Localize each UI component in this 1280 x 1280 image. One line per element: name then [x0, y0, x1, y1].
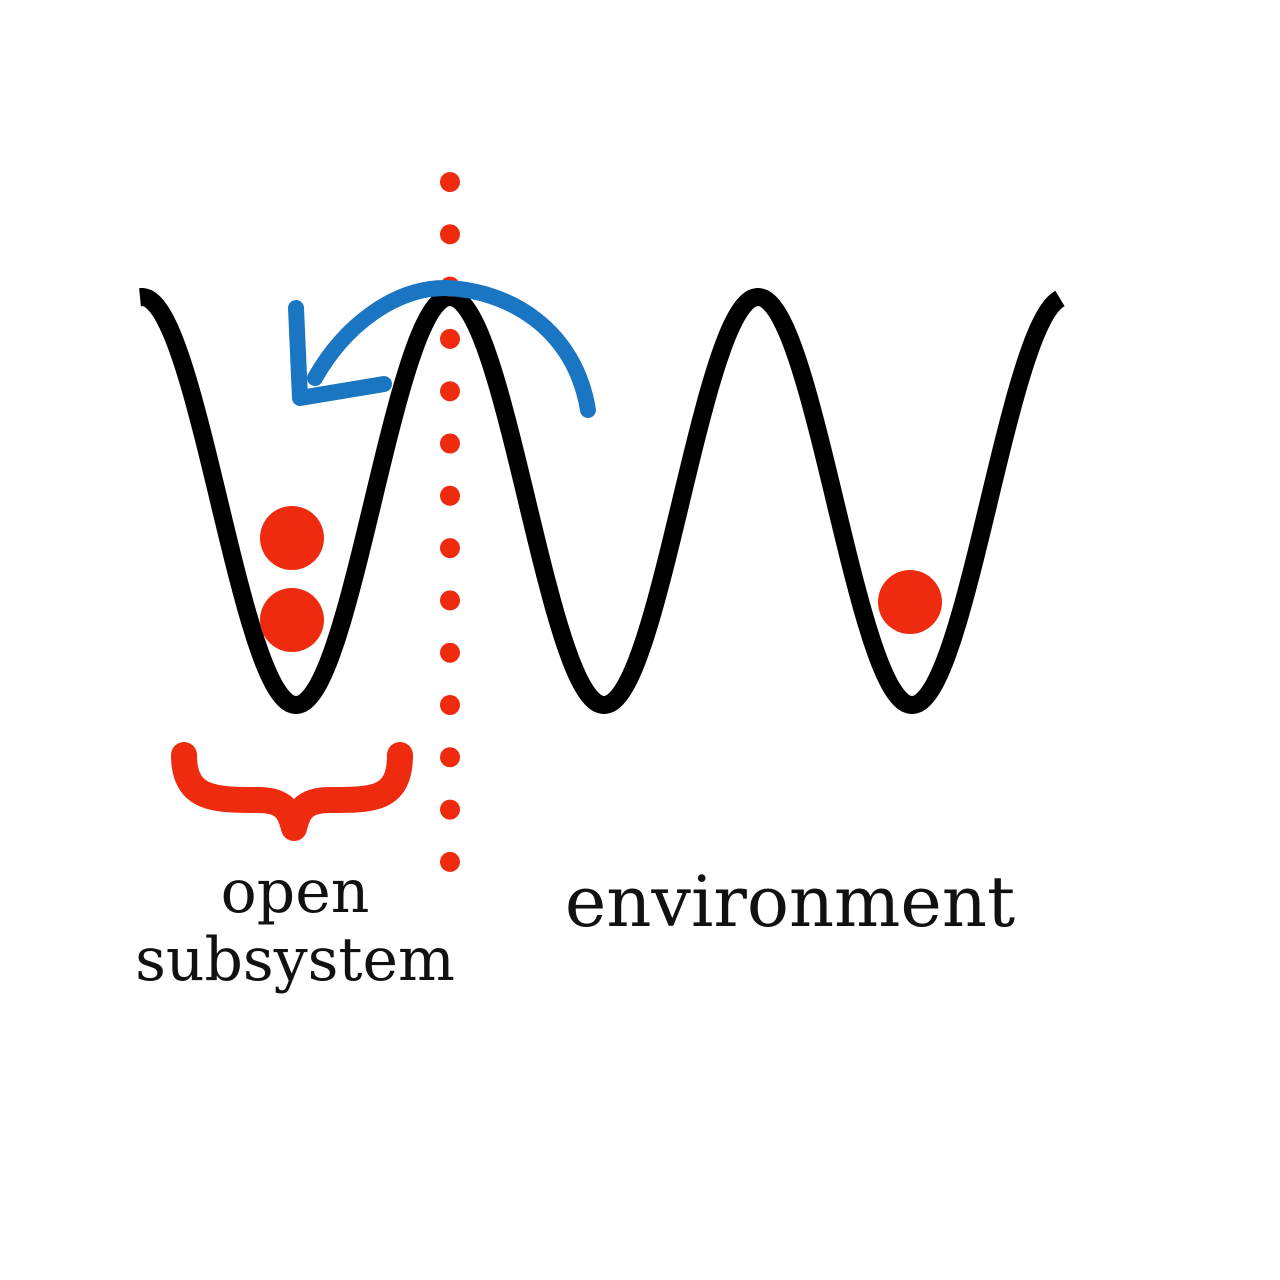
curly-brace-icon	[171, 742, 413, 841]
environment-label: environment	[564, 861, 1016, 943]
boundary-dot	[440, 224, 460, 245]
boundary-dot	[440, 642, 460, 663]
boundary-dot	[440, 328, 460, 349]
boundary-dot	[440, 381, 460, 402]
particle-subsystem-upper	[260, 506, 324, 570]
particle-environment	[878, 570, 942, 634]
boundary-dot	[440, 799, 460, 820]
lattice-potential-curve	[133, 288, 1067, 714]
subsystem-boundary-dotted-line	[440, 172, 460, 872]
hopping-arrow	[288, 279, 596, 418]
open-subsystem-label: open subsystem	[125, 858, 465, 994]
boundary-dot	[440, 172, 460, 192]
open-subsystem-label-line2: subsystem	[135, 925, 455, 995]
boundary-dot	[440, 590, 460, 611]
open-subsystem-label-line1: open	[220, 857, 370, 927]
boundary-dot	[440, 485, 460, 506]
boundary-dot	[440, 695, 460, 715]
particle-subsystem-lower	[260, 588, 324, 652]
curved-arrow-icon	[307, 279, 596, 418]
boundary-dot	[440, 433, 460, 454]
boundary-dot	[440, 851, 460, 872]
boundary-dot	[440, 747, 460, 768]
boundary-dot	[440, 538, 460, 559]
arrow-head	[288, 300, 392, 406]
